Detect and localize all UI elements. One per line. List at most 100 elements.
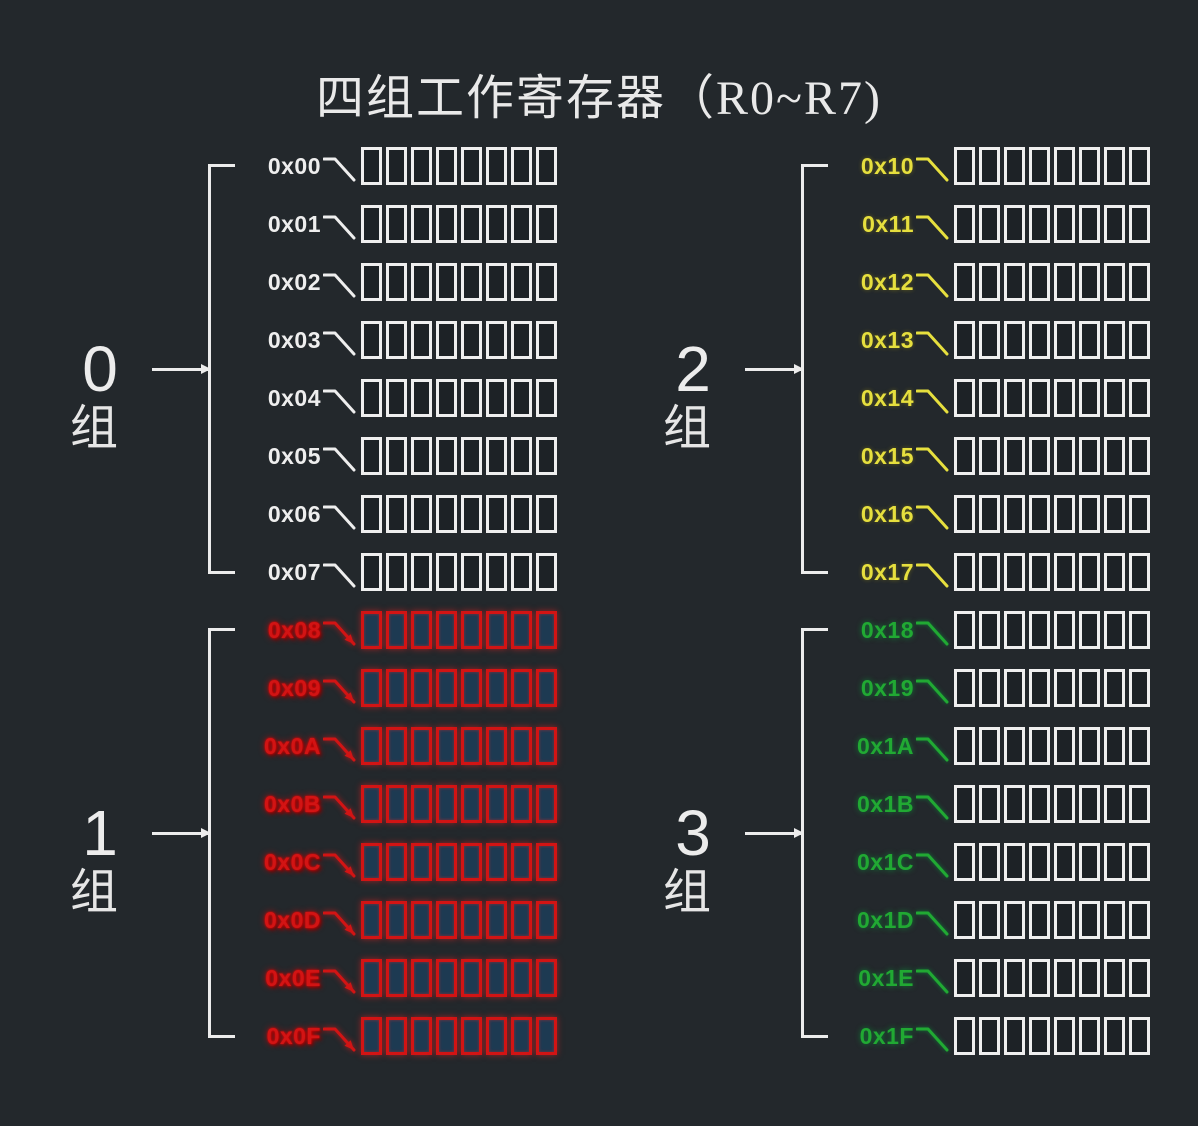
bit-cell [1054, 437, 1075, 475]
register-bit-cells [361, 843, 557, 881]
bit-cell [461, 727, 482, 765]
bit-cell [461, 437, 482, 475]
register-bit-cells [361, 205, 557, 243]
leader-line-icon [323, 389, 356, 414]
group-number-label: 0 [82, 333, 118, 405]
bit-cell [1104, 205, 1125, 243]
leader-line-icon [916, 969, 949, 994]
register-bit-cells [954, 785, 1150, 823]
bit-cell [1054, 669, 1075, 707]
bit-cell [361, 553, 382, 591]
bit-cell [361, 901, 382, 939]
register-row: 0x0D [259, 900, 557, 940]
bit-cell [461, 553, 482, 591]
register-bit-cells [954, 959, 1150, 997]
bit-cell [361, 669, 382, 707]
bit-cell [954, 611, 975, 649]
bit-cell [536, 611, 557, 649]
bit-cell [411, 495, 432, 533]
bit-cell [411, 843, 432, 881]
bit-cell [436, 959, 457, 997]
bit-cell [461, 1017, 482, 1055]
bit-cell [411, 611, 432, 649]
bit-cell [461, 785, 482, 823]
bit-cell [1054, 147, 1075, 185]
bit-cell [1104, 901, 1125, 939]
register-address-label: 0x1C [857, 848, 914, 875]
bit-cell [1004, 263, 1025, 301]
leader-line-icon [916, 911, 949, 936]
bit-cell [411, 669, 432, 707]
register-bit-cells [954, 205, 1150, 243]
register-row: 0x04 [259, 378, 557, 418]
bit-cell [411, 205, 432, 243]
group-bracket [801, 628, 828, 1038]
bit-cell [1054, 205, 1075, 243]
bit-cell [1079, 263, 1100, 301]
bit-cell [511, 495, 532, 533]
bit-cell [1054, 379, 1075, 417]
bit-cell [1054, 959, 1075, 997]
bit-cell [386, 147, 407, 185]
leader-line-icon [323, 157, 356, 182]
bit-cell [1079, 147, 1100, 185]
register-row: 0x05 [259, 436, 557, 476]
bit-cell [1054, 495, 1075, 533]
register-row: 0x0E [259, 958, 557, 998]
register-row: 0x02 [259, 262, 557, 302]
bit-cell [386, 205, 407, 243]
bit-cell [1079, 727, 1100, 765]
bit-cell [436, 379, 457, 417]
bit-cell [1104, 495, 1125, 533]
bit-cell [386, 785, 407, 823]
bit-cell [979, 379, 1000, 417]
group-suffix-label: 组 [662, 866, 712, 919]
bit-cell [1029, 611, 1050, 649]
register-row: 0x0C [259, 842, 557, 882]
bit-cell [1079, 611, 1100, 649]
bit-cell [1104, 611, 1125, 649]
leader-line-icon [323, 679, 356, 704]
bit-cell [411, 321, 432, 359]
register-row: 0x10 [852, 146, 1150, 186]
bit-cell [1054, 611, 1075, 649]
bit-cell [486, 205, 507, 243]
register-address-label: 0x0F [266, 1022, 321, 1049]
register-address-label: 0x04 [267, 384, 321, 411]
bit-cell [954, 959, 975, 997]
bit-cell [511, 379, 532, 417]
register-address-label: 0x01 [267, 210, 321, 237]
bit-cell [411, 1017, 432, 1055]
bit-cell [361, 263, 382, 301]
bit-cell [511, 611, 532, 649]
bit-cell [1129, 959, 1150, 997]
bit-cell [1079, 959, 1100, 997]
bit-cell [386, 611, 407, 649]
bit-cell [486, 669, 507, 707]
leader-line-icon [323, 447, 356, 472]
register-address-label: 0x16 [860, 500, 914, 527]
bit-cell [1079, 379, 1100, 417]
bit-cell [1079, 901, 1100, 939]
bit-cell [954, 727, 975, 765]
bit-cell [386, 321, 407, 359]
register-bit-cells [954, 843, 1150, 881]
register-bit-cells [361, 727, 557, 765]
register-bit-cells [361, 379, 557, 417]
register-bit-cells [954, 495, 1150, 533]
bit-cell [461, 959, 482, 997]
bit-cell [979, 263, 1000, 301]
register-bit-cells [361, 901, 557, 939]
bit-cell [1029, 959, 1050, 997]
bit-cell [1004, 379, 1025, 417]
bit-cell [1004, 437, 1025, 475]
bit-cell [1104, 379, 1125, 417]
bit-cell [1029, 379, 1050, 417]
bit-cell [436, 495, 457, 533]
bit-cell [1029, 205, 1050, 243]
bit-cell [411, 553, 432, 591]
bit-cell [511, 437, 532, 475]
bit-cell [411, 379, 432, 417]
register-row: 0x13 [852, 320, 1150, 360]
bit-cell [1104, 553, 1125, 591]
